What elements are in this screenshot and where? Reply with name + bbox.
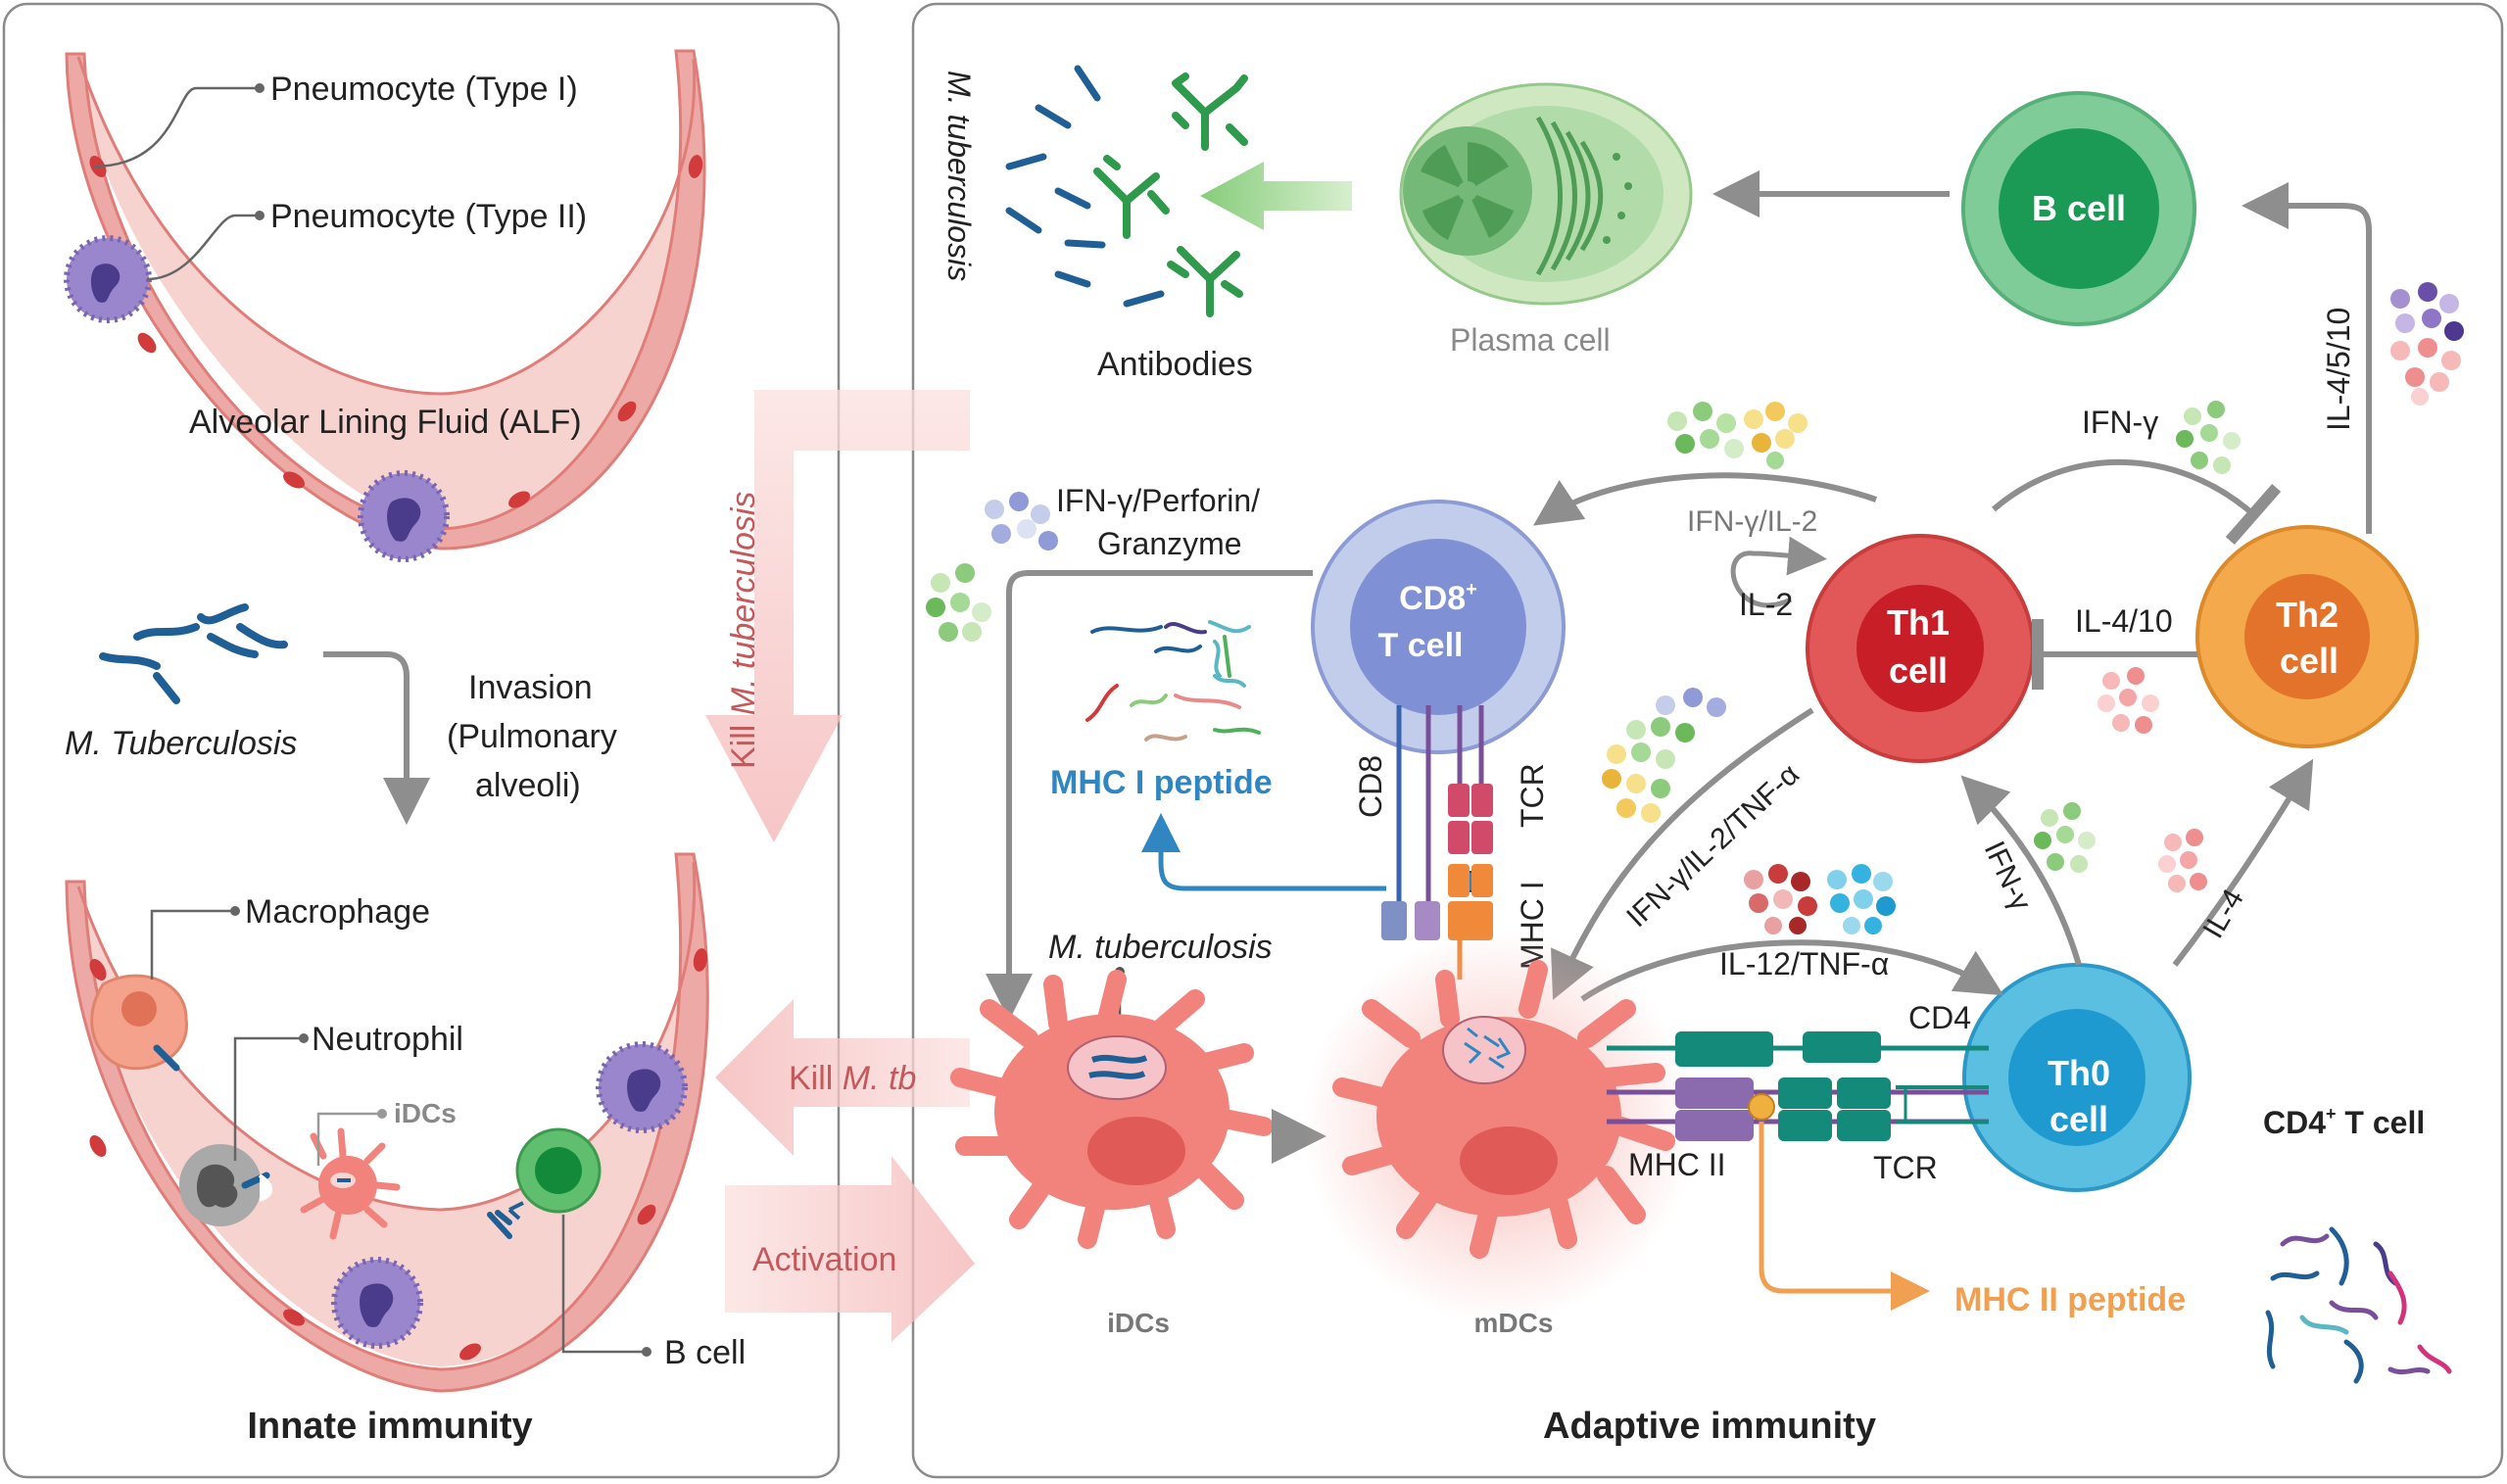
adaptive-panel (911, 2, 2504, 1479)
th0-label-2: cell (2049, 1099, 2108, 1139)
pneumocyte-type1-label: Pneumocyte (Type I) (270, 71, 578, 108)
mdcs-label: mDCs (1474, 1308, 1554, 1338)
macrophage-cell (90, 974, 188, 1072)
cytokine-dots-il12 (1744, 864, 1896, 934)
alveolus-bottom (65, 852, 709, 1393)
il-4-10-label: IL-4/10 (2075, 603, 2173, 639)
th0-cell (1962, 963, 2192, 1192)
ifn-il2-label: IFN-γ/IL-2 (1687, 505, 1817, 538)
cd8-tcell (1311, 500, 1566, 754)
il12-tnf-label: IL-12/TNF-α (1719, 946, 1889, 981)
bcell-adaptive-cell (1961, 91, 2196, 326)
cytokine-dots-cd8 (926, 492, 1058, 642)
idcs-adaptive-label: iDCs (1107, 1308, 1170, 1338)
il-4-5-10-label: IL-4/5/10 (2321, 308, 2356, 431)
th1-to-cd8-arrow (1533, 472, 1877, 526)
plasma-cell-label: Plasma cell (1450, 322, 1611, 358)
ifn-perforin-label-2: Granzyme (1097, 526, 1242, 561)
neutrophil-cell (179, 1144, 273, 1226)
cytokine-dots-th1-mdc (1602, 688, 1726, 823)
alveolar-macrophage-bottom (331, 1257, 423, 1349)
th2-label-1: Th2 (2276, 595, 2338, 635)
macrophage-label: Macrophage (245, 893, 430, 931)
invasion-label-1: Invasion (468, 669, 593, 706)
bcell-adaptive-label: B cell (2032, 188, 2126, 228)
cytokine-dots-il410 (2097, 667, 2159, 734)
kill-mtb-down-arrow (705, 390, 970, 842)
kill-mtb-left-arrow (715, 999, 970, 1156)
mhc2-peptide-label: MHC II peptide (1954, 1281, 2186, 1318)
cd8-tcell-label-1: CD8+ (1399, 579, 1477, 617)
mdc-cell (1303, 931, 1695, 1322)
th1-to-th2-inhibit (1992, 458, 2282, 546)
cytokine-dots-th0-th2 (2158, 829, 2207, 892)
th2-label-2: cell (2280, 641, 2338, 681)
idc-adaptive-cell (950, 970, 1274, 1249)
th1-cell (1806, 534, 2035, 763)
alveolar-macrophage-right (596, 1041, 688, 1133)
mdc-to-th0-arrow (1580, 939, 2004, 1002)
innate-title: Innate immunity (247, 1406, 532, 1447)
mtb-mid-label: M. tuberculosis (1048, 929, 1273, 966)
kill-mtb-long-label: Kill M. tuberculosis (725, 492, 762, 769)
mhc1-peptide-label: MHC I peptide (1050, 764, 1273, 801)
mhc2-cd4-tcr-complex (1607, 1031, 1989, 1141)
cytokine-dots-th0-th1 (2034, 802, 2096, 873)
cytokine-dots-th1-top (1667, 402, 1808, 469)
plasma-to-antibody-arrow (1200, 162, 1352, 230)
neutrophil-label: Neutrophil (312, 1021, 463, 1058)
th1-label-1: Th1 (1887, 602, 1950, 643)
alveolar-macrophage-cell (358, 470, 450, 562)
alf-label: Alveolar Lining Fluid (ALF) (189, 404, 582, 441)
th0-label-1: Th0 (2048, 1053, 2110, 1093)
alveolus-top (64, 49, 706, 562)
mhc2-peptide-squiggles (2265, 1226, 2452, 1384)
cytokine-dots-ifn-top (2176, 401, 2241, 474)
th0-to-th2-arrow (2172, 758, 2314, 967)
il2-label: IL-2 (1739, 587, 1793, 622)
ifn-perforin-label-1: IFN-γ/Perforin/ (1056, 483, 1260, 518)
mhc2-peptide-arrow (1759, 1122, 1930, 1311)
mtb-innate-label: M. Tuberculosis (65, 725, 297, 762)
tcr-top-label: TCR (1515, 763, 1550, 828)
cd4-tcell-label: CD4+ T cell (2263, 1104, 2425, 1140)
invasion-label-2: (Pulmonary (447, 718, 617, 755)
cytokine-dots-il4510 (2390, 282, 2464, 406)
bcell-innate-cell (487, 1127, 602, 1239)
adaptive-title: Adaptive immunity (1543, 1406, 1876, 1447)
ifn-gamma-top-label: IFN-γ (2082, 405, 2158, 440)
mtb-antibody-cluster (1005, 65, 1248, 317)
invasion-label-3: alveoli) (475, 767, 581, 804)
pneumocyte-type2-label: Pneumocyte (Type II) (270, 198, 587, 235)
pneumocyte-type2-cell (64, 235, 152, 323)
cd8-tcell-label-2: T cell (1378, 627, 1464, 664)
il2-self-loop (1730, 536, 1827, 608)
th2-cell (2195, 525, 2419, 748)
cd8-tcr-mhc1-complex (1381, 705, 1493, 980)
bcell-innate-label: B cell (664, 1334, 746, 1371)
idcs-innate-label: iDCs (394, 1098, 457, 1128)
activation-label: Activation (752, 1241, 896, 1278)
mtb-bacteria-cluster (99, 603, 288, 704)
mtb-adaptive-top-label: M. tuberculosis (941, 71, 977, 281)
cd4-label: CD4 (1908, 1000, 1971, 1035)
cd8-to-idc-arrow (986, 570, 1313, 1021)
kill-mtb-short-label: Kill M. tb (789, 1060, 916, 1097)
th2-to-bcell-arrow (2242, 182, 2372, 534)
activation-arrow (725, 1156, 975, 1342)
th1-label-2: cell (1889, 650, 1948, 691)
antibodies-label: Antibodies (1097, 346, 1253, 383)
cd8-label: CD8 (1353, 755, 1388, 818)
mhc1-peptide-squiggles (1085, 620, 1261, 742)
mhc2-label: MHC II (1628, 1147, 1726, 1182)
th0-to-th1-arrow (1960, 775, 2082, 966)
mhc1-peptide-arrow (1141, 813, 1386, 891)
tcr-bottom-label: TCR (1873, 1150, 1938, 1185)
plasma-cell (1399, 82, 1693, 306)
